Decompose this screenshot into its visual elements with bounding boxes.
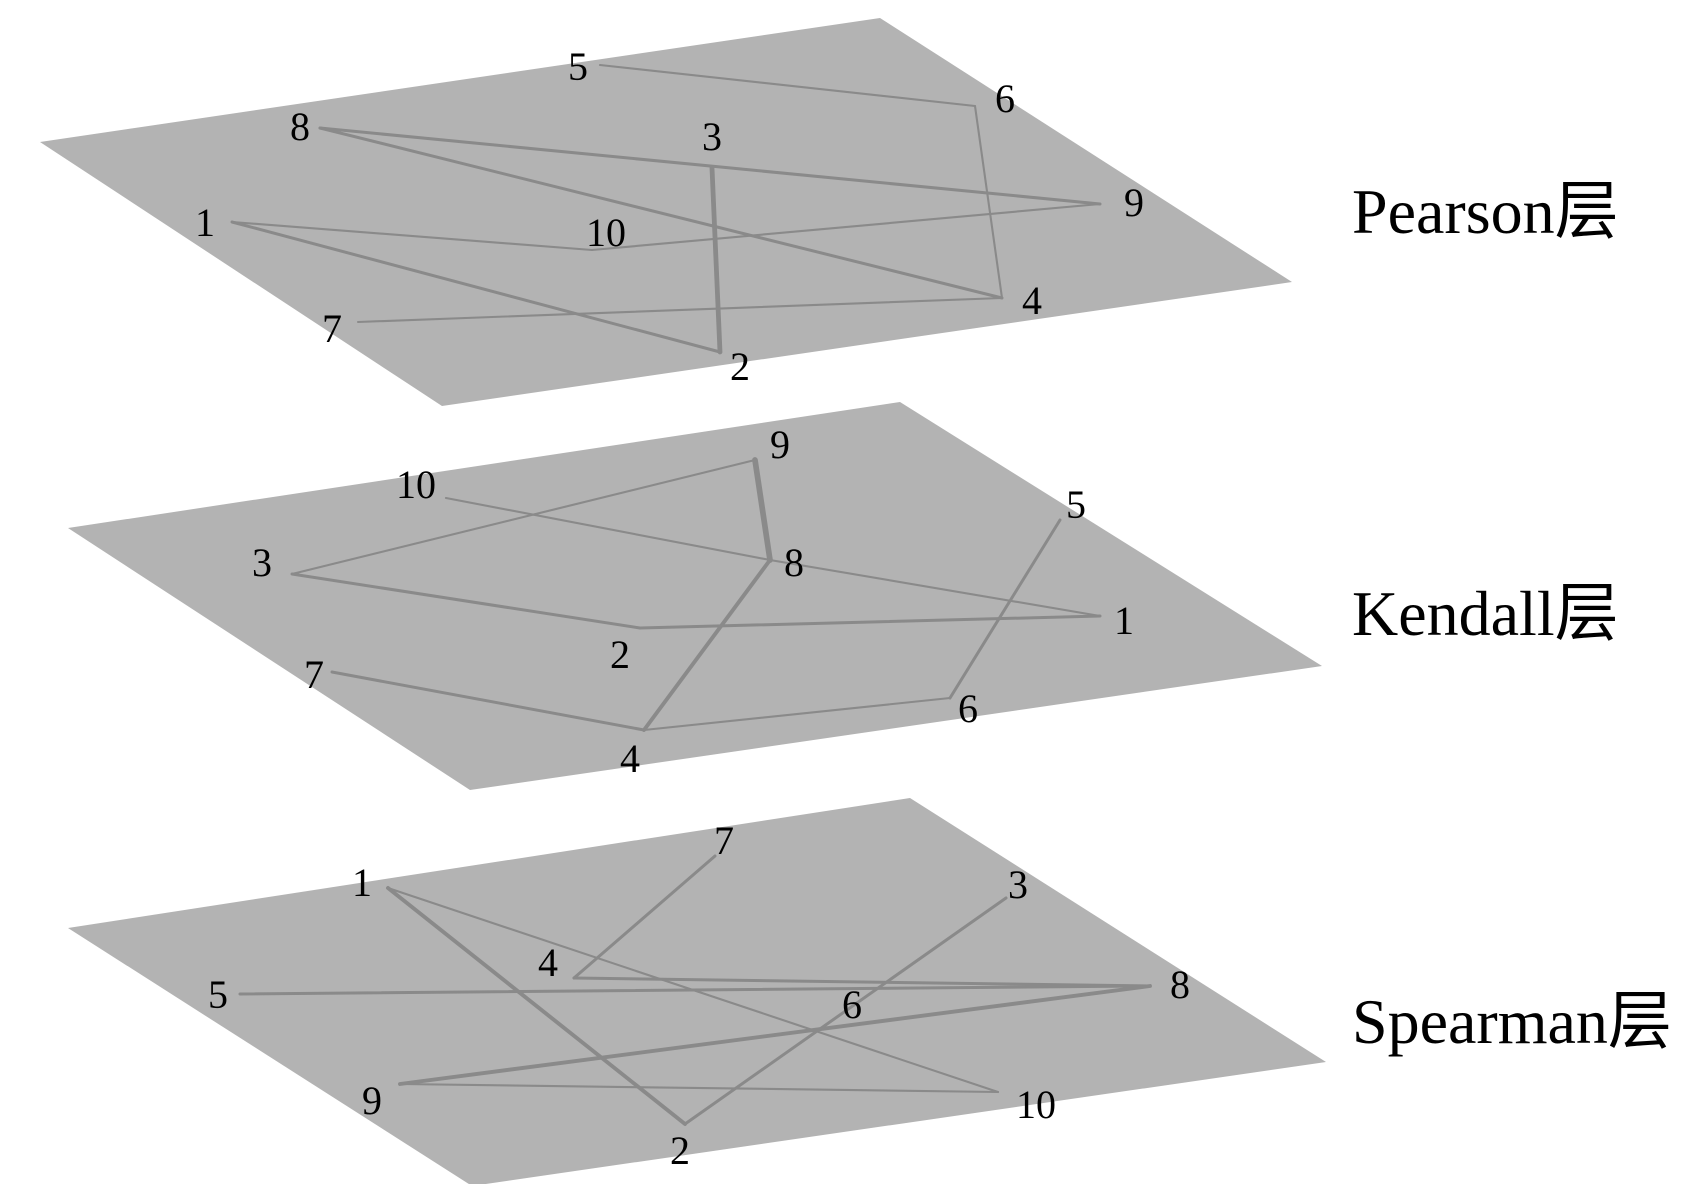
kendall-node-3-label: 3 (252, 540, 272, 585)
kendall-node-8-label: 8 (784, 540, 804, 585)
spearman-edge-4-7 (572, 854, 717, 980)
spearman-edge-1-2 (386, 886, 687, 1126)
pearson-node-8-label: 8 (290, 104, 310, 149)
pearson-edge-1-2 (230, 220, 722, 354)
spearman-edge-4-8 (572, 976, 1152, 988)
spearman-node-8-label: 8 (1170, 962, 1190, 1007)
kendall-edge-8-4 (642, 558, 772, 732)
pearson-edge-6-4 (973, 104, 1004, 300)
pearson-node-2-label: 2 (730, 344, 750, 389)
spearman-edge-9-8 (398, 984, 1152, 1086)
pearson-edge-3-2 (709, 165, 723, 355)
kendall-node-9-label: 9 (770, 422, 790, 467)
pearson-edge-5-6 (598, 63, 977, 108)
kendall-edge-8-1 (768, 558, 1102, 618)
kendall-layer: 1 2 3 4 5 6 7 8 9 10 (68, 402, 1322, 790)
spearman-edge-9-10 (398, 1082, 1000, 1094)
kendall-edge-5-6 (948, 518, 1062, 700)
pearson-layer: 1 2 3 4 5 6 7 8 9 10 (40, 18, 1292, 406)
spearman-node-4-label: 4 (538, 940, 558, 985)
spearman-layer: 1 2 3 4 5 6 7 8 9 10 (68, 798, 1326, 1186)
kendall-node-10-label: 10 (396, 462, 436, 507)
spearman-node-9-label: 9 (362, 1078, 382, 1123)
spearman-layer-label: Spearman层 (1352, 986, 1672, 1057)
kendall-node-5-label: 5 (1066, 482, 1086, 527)
pearson-node-6-label: 6 (995, 76, 1015, 121)
spearman-node-3-label: 3 (1008, 862, 1028, 907)
spearman-node-2-label: 2 (670, 1128, 690, 1173)
pearson-layer-plane (40, 18, 1292, 406)
spearman-node-1-label: 1 (352, 860, 372, 905)
spearman-edge-2-3 (683, 896, 1008, 1126)
kendall-node-2-label: 2 (610, 632, 630, 677)
kendall-node-4-label: 4 (620, 736, 640, 781)
pearson-layer-label: Pearson层 (1352, 176, 1619, 247)
kendall-edge-7-4 (330, 670, 646, 732)
kendall-edge-2-1 (638, 614, 1102, 630)
pearson-node-9-label: 9 (1124, 180, 1144, 225)
kendall-edge-10-8 (444, 496, 772, 562)
kendall-node-1-label: 1 (1114, 598, 1134, 643)
pearson-edge-1-10 (230, 220, 594, 252)
pearson-node-10-label: 10 (586, 210, 626, 255)
pearson-edge-7-4 (356, 296, 1004, 324)
spearman-edge-5-8 (238, 984, 1152, 996)
spearman-node-5-label: 5 (208, 972, 228, 1017)
spearman-node-10-label: 10 (1016, 1082, 1056, 1127)
pearson-node-7-label: 7 (322, 306, 342, 351)
kendall-edge-3-2 (290, 572, 642, 630)
pearson-edge-8-4 (318, 126, 1004, 300)
pearson-node-5-label: 5 (568, 44, 588, 89)
pearson-edge-10-9 (590, 202, 1102, 252)
pearson-node-4-label: 4 (1022, 278, 1042, 323)
kendall-node-7-label: 7 (304, 652, 324, 697)
pearson-node-3-label: 3 (702, 114, 722, 159)
kendall-layer-plane (68, 402, 1322, 790)
pearson-edge-8-9 (318, 126, 1102, 206)
spearman-node-7-label: 7 (714, 818, 734, 863)
kendall-node-6-label: 6 (958, 686, 978, 731)
kendall-edge-4-6 (642, 696, 952, 732)
kendall-edge-3-9 (290, 458, 757, 576)
pearson-node-1-label: 1 (195, 200, 215, 245)
spearman-node-6-label: 6 (842, 982, 862, 1027)
kendall-edge-9-8 (752, 457, 773, 563)
kendall-layer-label: Kendall层 (1352, 578, 1619, 649)
